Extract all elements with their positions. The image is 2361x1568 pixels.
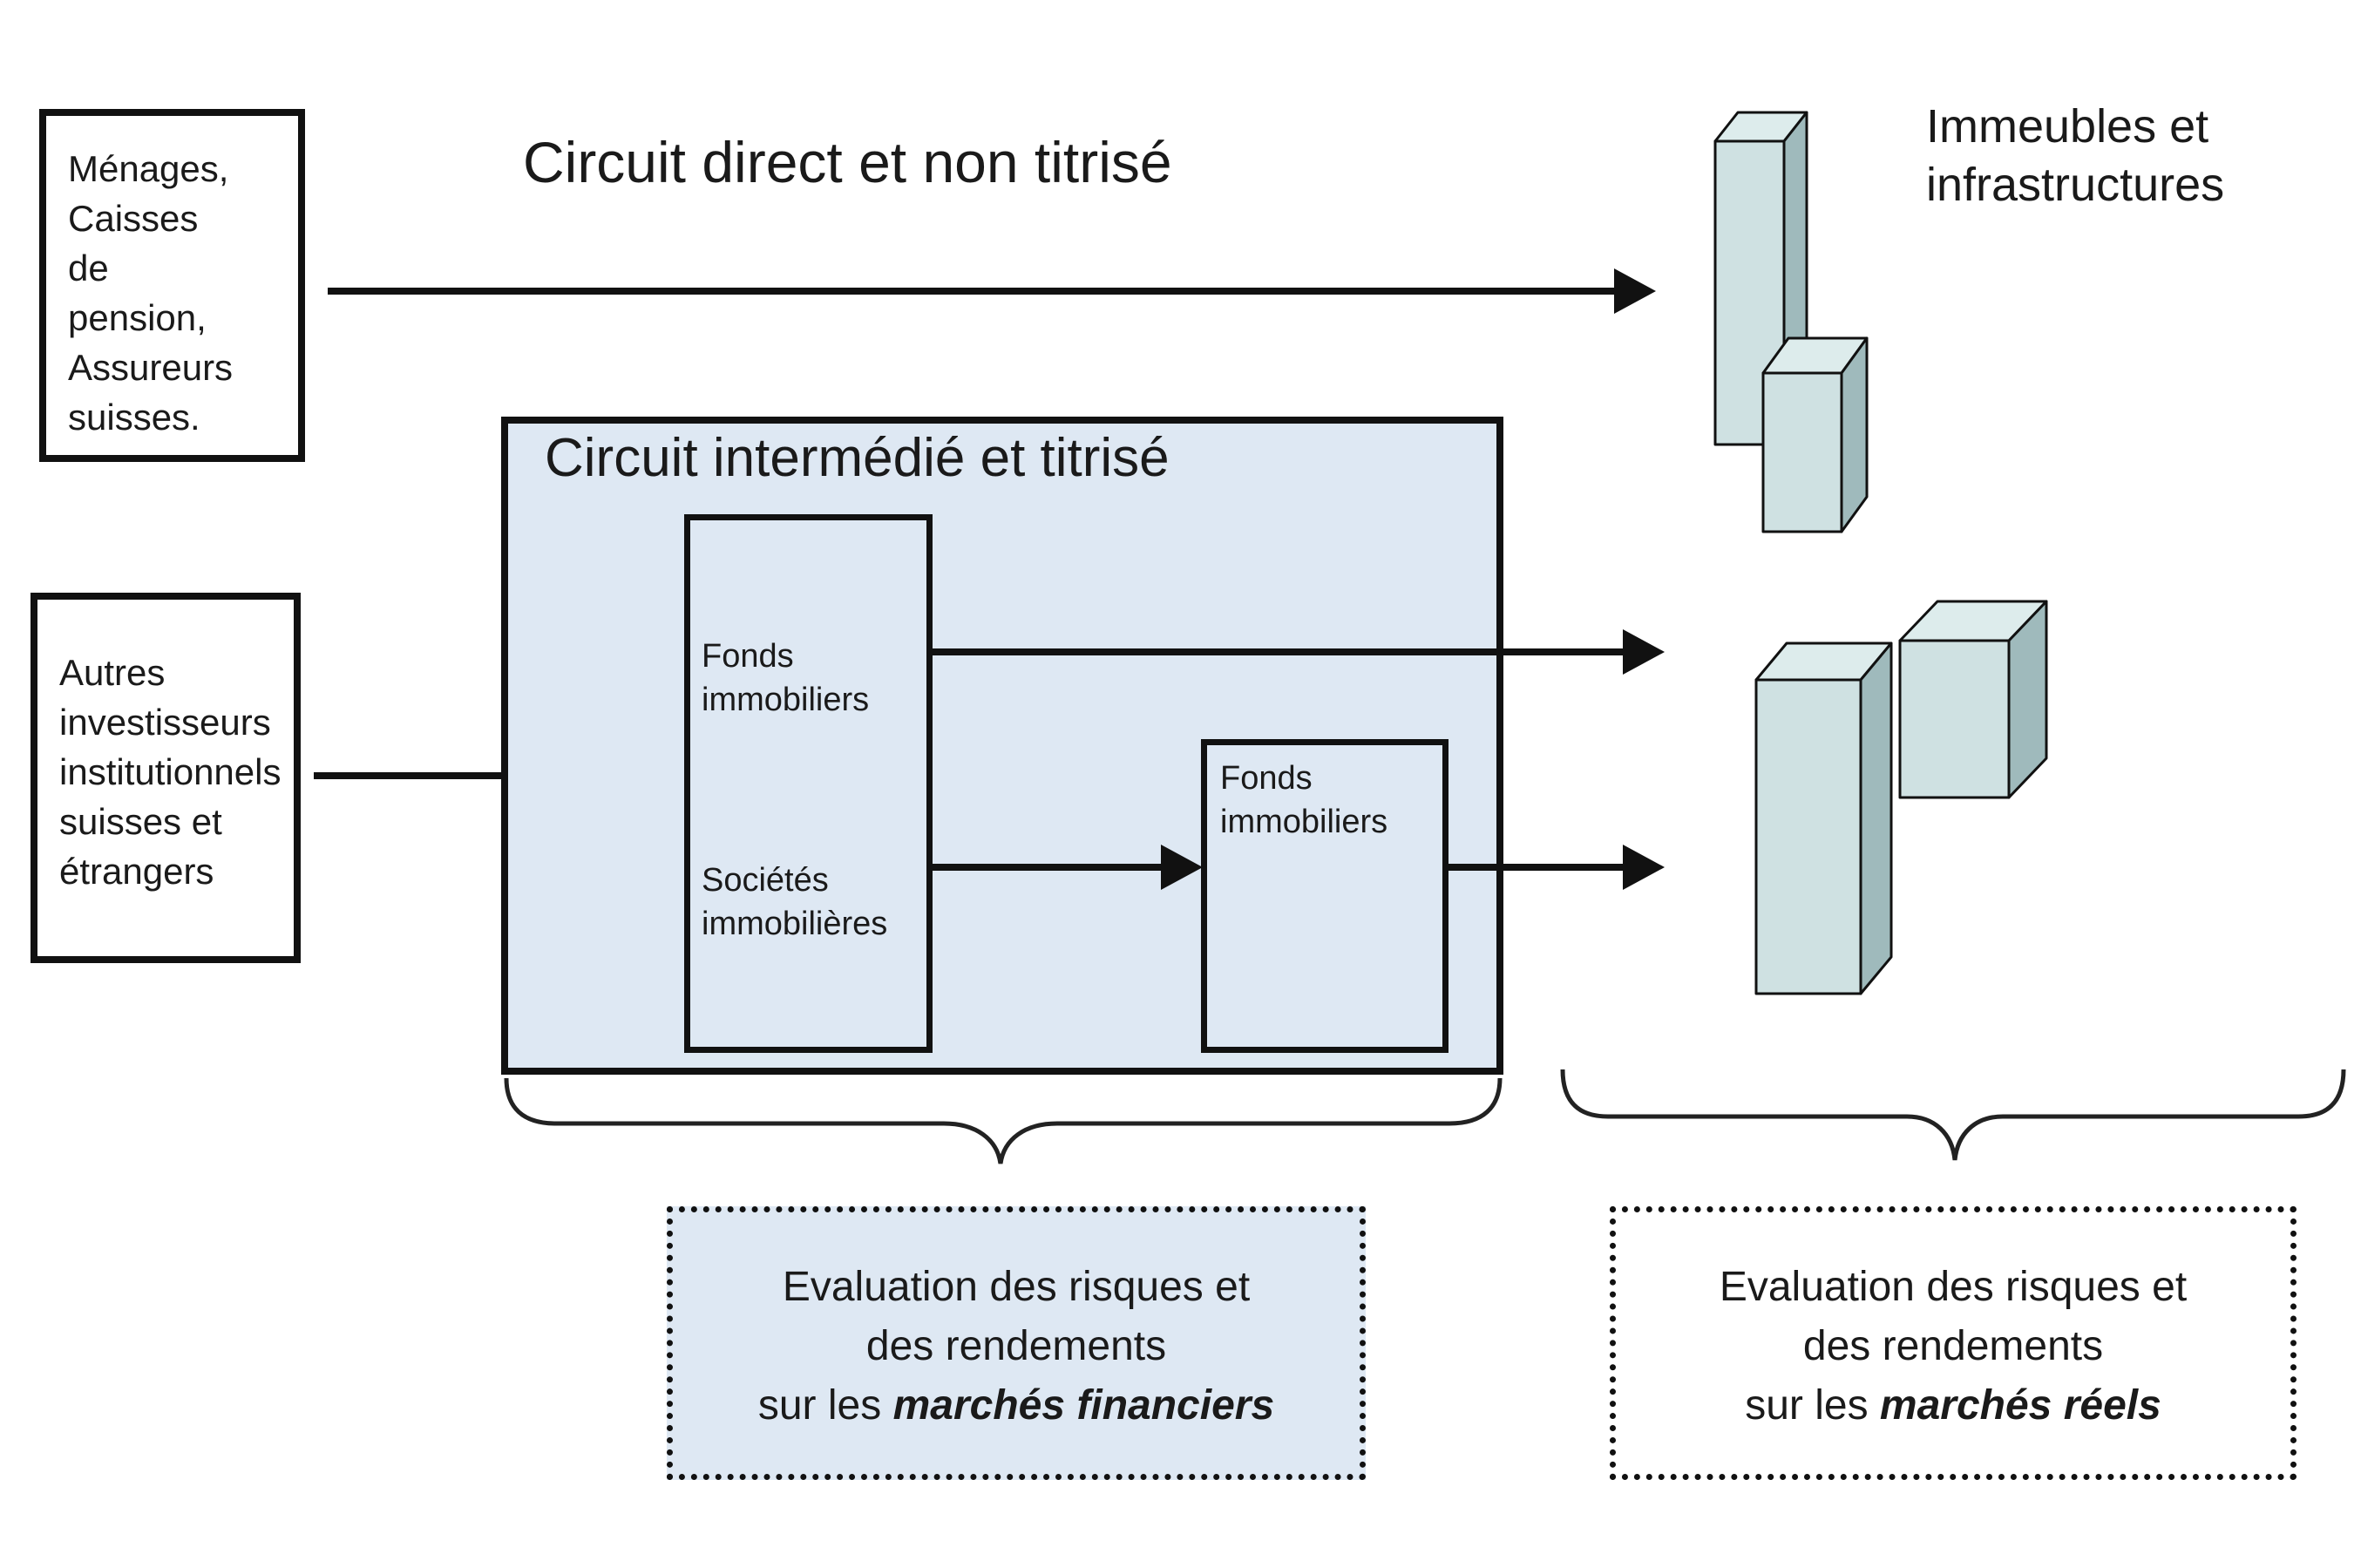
- fonds2-box: [1201, 739, 1448, 1053]
- arrow-societes-to-fonds2-head-icon: [1161, 845, 1203, 890]
- circuit-intermedie-box: [501, 417, 1503, 1075]
- fonds-immobiliers-label: Fonds immobiliers: [702, 638, 870, 718]
- autres-box: Autres investisseurs institutionnels sui…: [31, 593, 301, 963]
- buildings-middle-icon: [1754, 600, 2048, 995]
- arrow-fonds2-to-buildings-head-icon: [1623, 845, 1665, 890]
- fonds2-label: Fonds immobiliers: [1220, 760, 1388, 840]
- eval-financiers-emph: marchés financiers: [892, 1382, 1275, 1429]
- eval-reels-box: Evaluation des risques et des rendements…: [1610, 1206, 2297, 1480]
- arrow-societes-to-fonds2-line: [932, 864, 1163, 871]
- immeubles-label: Immeubles et infrastructures: [1926, 100, 2225, 211]
- menages-text: Ménages, Caisses de pension, Assureurs s…: [68, 148, 234, 438]
- eval-financiers-line1: Evaluation des risques et: [782, 1264, 1251, 1310]
- autres-text: Autres investisseurs institutionnels sui…: [59, 652, 282, 892]
- eval-financiers-prefix: sur les: [757, 1382, 893, 1429]
- eval-financiers-line2: des rendements: [865, 1323, 1167, 1369]
- eval-financiers-box: Evaluation des risques et des rendements…: [667, 1206, 1366, 1480]
- title-circuit-direct: Circuit direct et non titrisé: [523, 130, 1172, 194]
- brace-left-icon: [504, 1077, 1503, 1164]
- menages-box: Ménages, Caisses de pension, Assureurs s…: [39, 109, 305, 462]
- arrow-fonds2-to-buildings-line: [1448, 864, 1625, 871]
- arrow-fonds-to-buildings-line: [932, 648, 1625, 655]
- eval-reels-prefix: sur les: [1745, 1382, 1880, 1429]
- buildings-top-icon: [1713, 111, 1869, 533]
- eval-reels-line1: Evaluation des risques et: [1719, 1264, 2188, 1310]
- arrow-direct-line: [328, 288, 1616, 295]
- arrow-direct-head-icon: [1614, 268, 1656, 314]
- title-circuit-intermedie: Circuit intermédié et titrisé: [545, 428, 1170, 488]
- fonds-societes-box: [684, 514, 933, 1053]
- eval-reels-line2: des rendements: [1802, 1323, 2104, 1369]
- arrow-autres-line: [314, 772, 643, 779]
- eval-reels-line3: sur les marchés réels: [1616, 1376, 2290, 1436]
- societes-immobilieres-label: Sociétés immobilières: [702, 862, 888, 942]
- eval-reels-emph: marchés réels: [1879, 1382, 2161, 1429]
- brace-right-icon: [1560, 1069, 2346, 1161]
- arrow-fonds-to-buildings-head-icon: [1623, 629, 1665, 675]
- eval-financiers-line3: sur les marchés financiers: [673, 1376, 1360, 1436]
